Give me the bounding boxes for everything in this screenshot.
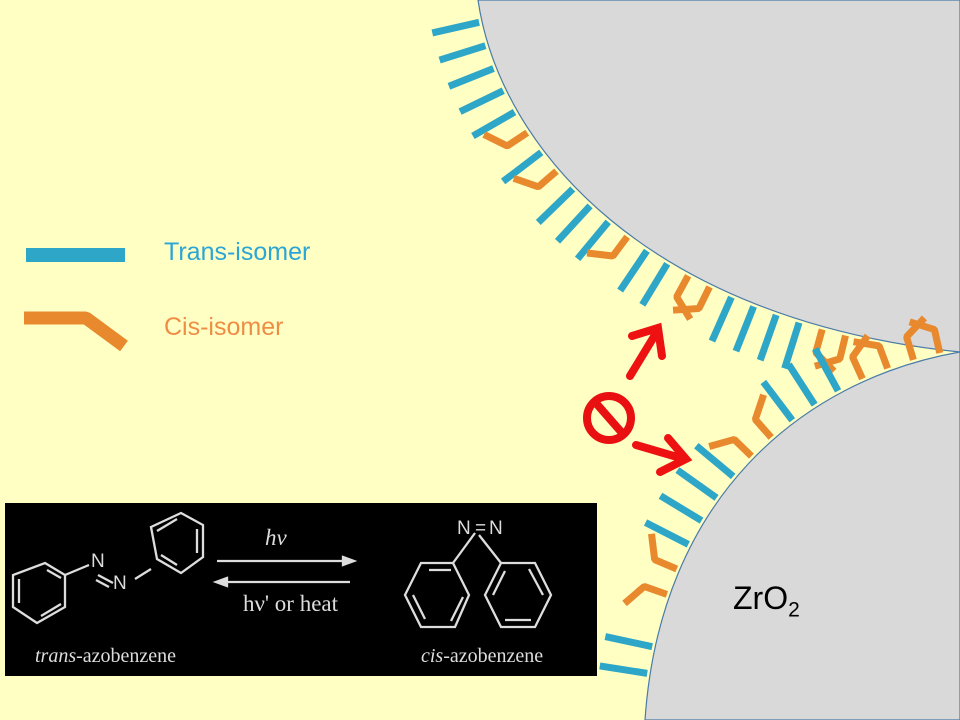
cis-isomer-ligand <box>903 315 928 361</box>
trans-prefix: trans <box>35 645 77 667</box>
nitrogen-atom: N <box>457 518 471 539</box>
nitrogen-atom: N <box>113 573 127 594</box>
trans-isomer-ligand <box>604 633 653 651</box>
trans-isomer-ligand <box>756 313 780 362</box>
trans-isomer-ligand <box>658 492 704 524</box>
trans-isomer-ligand <box>732 305 757 353</box>
upper-zro2-particle <box>477 0 960 353</box>
legend-cis-icon <box>24 311 128 352</box>
trans-isomer-ligand <box>554 203 593 244</box>
cis-isomer-ligand <box>708 436 754 459</box>
trans-isomer-ligand <box>431 18 480 37</box>
trans-isomer-ligand <box>574 219 611 262</box>
cis-isomer-ligand <box>672 285 713 314</box>
trans-isomer-ligand <box>599 662 648 677</box>
zro2-subscript: 2 <box>788 598 800 622</box>
double-bond: = <box>475 518 487 539</box>
blocked-arrow-right <box>632 434 693 476</box>
trans-name: -azobenzene <box>76 645 177 667</box>
nitrogen-atom: N <box>489 518 503 539</box>
cis-prefix: cis <box>421 645 444 667</box>
cis-isomer-ligand <box>849 333 871 381</box>
trans-isomer-ligand <box>675 467 719 501</box>
trans-isomer-ligand <box>438 42 487 64</box>
trans-isomer-ligand <box>447 65 495 90</box>
cis-isomer-ligand <box>648 533 679 573</box>
zro2-formula: ZrO <box>733 580 789 616</box>
trans-isomer-ligand <box>643 519 690 548</box>
lower-zro2-particle <box>644 351 960 720</box>
cis-azobenzene-label: cis-azobenzene <box>421 645 543 668</box>
cis-isomer-ligand <box>586 234 631 260</box>
trans-isomer-ligand <box>471 109 517 140</box>
prohibition-icon <box>583 392 635 444</box>
legend-trans-label: Trans-isomer <box>164 238 311 266</box>
trans-isomer-ligand <box>785 362 818 407</box>
trans-isomer-ligand <box>694 442 736 480</box>
cis-isomer-ligand <box>751 393 774 440</box>
trans-isomer-ligand <box>708 295 735 343</box>
trans-isomer-ligand <box>639 261 671 307</box>
cis-isomer-ligand <box>512 168 559 191</box>
forward-condition: hν <box>265 525 287 550</box>
cis-isomer-ligand <box>622 583 669 607</box>
molecule-structures <box>11 511 553 629</box>
reverse-condition: hν' or heat <box>243 591 339 616</box>
ligand-layer <box>431 18 944 677</box>
benzene-ring <box>11 561 67 625</box>
legend-cis-label: Cis-isomer <box>164 313 284 341</box>
trans-isomer-ligand <box>458 87 505 115</box>
trans-isomer-ligand <box>535 186 576 225</box>
trans-isomer-ligand <box>812 347 842 393</box>
azobenzene-isomerization-panel: N N N = N hν hν' or heat trans-azobenzen… <box>5 503 597 676</box>
trans-isomer-ligand <box>500 149 544 185</box>
blocked-arrow-up <box>626 322 666 380</box>
nitrogen-atom: N <box>91 551 105 572</box>
cis-isomer-ligand <box>482 129 530 150</box>
trans-isomer-ligand <box>760 379 796 423</box>
cis-name: -azobenzene <box>443 645 544 667</box>
trans-isomer-ligand <box>781 321 803 370</box>
trans-azobenzene-label: trans-azobenzene <box>35 645 176 668</box>
benzene-ring <box>149 511 205 575</box>
benzene-ring <box>403 561 471 629</box>
trans-isomer-ligand <box>617 248 650 293</box>
zro2-label: ZrO2 <box>733 580 800 622</box>
benzene-ring <box>483 561 553 629</box>
